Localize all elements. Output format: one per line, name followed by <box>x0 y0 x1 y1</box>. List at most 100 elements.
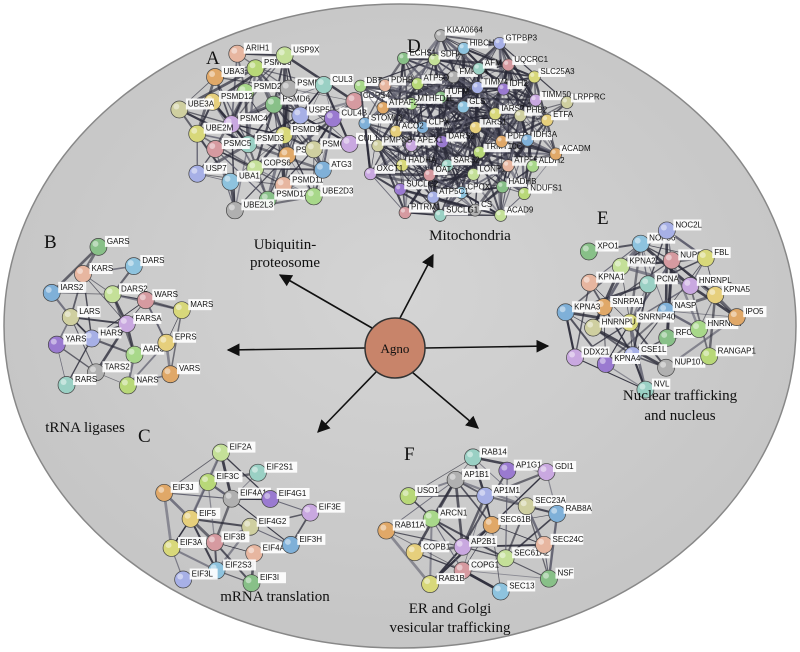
cluster-title-a: proteosome <box>250 255 320 271</box>
network-edge <box>522 100 538 194</box>
panel-letter-b: B <box>44 232 57 253</box>
node-label: PSMD6 <box>282 95 310 104</box>
node-rab14: RAB14 <box>464 446 508 467</box>
cluster-title-a: Ubiquitin- <box>254 237 317 253</box>
node-eif3b: EIF3B <box>206 531 250 552</box>
node-highlight <box>85 332 92 339</box>
node-clpx: CLPX <box>416 117 450 134</box>
node-label: AFM <box>485 59 502 68</box>
node-highlight <box>343 137 350 144</box>
node-ipo5: IPO5 <box>727 306 767 327</box>
node-highlight <box>402 490 409 497</box>
node-ball <box>345 92 364 110</box>
node-label: EIF3E <box>319 503 341 512</box>
node-highlight <box>378 103 383 108</box>
node-label: TIMM50 <box>542 90 572 99</box>
node-label: PSMD12 <box>221 92 254 101</box>
node-ball <box>261 490 280 508</box>
node-kpna3: KPNA3 <box>556 301 601 322</box>
node-label: COPB1 <box>423 542 451 551</box>
node-label-bg <box>329 158 353 170</box>
node-ball <box>89 238 108 256</box>
node-ball <box>74 265 92 283</box>
node-highlight <box>399 54 404 59</box>
network-edge <box>410 144 476 211</box>
node-label-bg <box>89 263 113 275</box>
node-ball <box>517 497 536 516</box>
node-label: AARS <box>143 345 165 354</box>
node-label: IARS2 <box>501 104 525 113</box>
node-highlight <box>485 518 492 525</box>
node-label: ETFA <box>553 110 574 119</box>
node-eif4g1: EIF4G1 <box>261 487 310 508</box>
node-ball <box>245 544 264 563</box>
node-highlight <box>424 578 431 585</box>
node-label-bg <box>189 568 218 580</box>
node-label-bg <box>133 312 162 324</box>
node-ball <box>422 509 441 528</box>
node-label-bg <box>481 78 506 88</box>
node-eif2a: EIF2A <box>212 441 256 462</box>
node-ap1m1: AP1M1 <box>476 484 521 505</box>
node-ap2b1: AP2B1 <box>453 535 498 556</box>
node-idh3a: IDH3A <box>521 130 558 147</box>
node-ball <box>696 249 715 267</box>
node-label: TARS1 <box>482 117 508 126</box>
node-label: UBA1 <box>239 172 260 181</box>
network-edge <box>500 141 503 216</box>
panel-letter-d: D <box>407 36 421 57</box>
node-label: USP7 <box>206 164 227 173</box>
node-nsf: NSF <box>540 567 574 588</box>
network-edge <box>503 89 509 166</box>
node-lonp1: LONP1 <box>467 164 506 181</box>
node-ball <box>304 187 323 206</box>
network-edge <box>463 47 535 78</box>
node-highlight <box>60 379 67 385</box>
node-label: IDH2 <box>509 79 528 88</box>
node-label-bg <box>444 206 468 216</box>
node-label-bg <box>696 274 730 286</box>
node-label: SDHA <box>441 50 464 59</box>
node-label-bg <box>469 559 498 571</box>
node-label: CUL3 <box>332 75 353 84</box>
node-yars: YARS <box>47 333 86 354</box>
node-label-bg <box>636 311 674 323</box>
network-edge <box>377 107 384 146</box>
network-edge <box>410 103 434 198</box>
node-highlight <box>501 464 508 471</box>
node-highlight <box>474 64 479 69</box>
node-highlight <box>208 536 215 543</box>
center-node: Agno <box>364 317 426 379</box>
node-highlight <box>498 182 503 187</box>
network-edge <box>664 230 669 311</box>
node-label-bg <box>368 114 393 124</box>
node-label: WARS <box>154 290 178 299</box>
node-label: PITRM1 <box>411 203 441 212</box>
cluster-d: TARS1DARS2GLSTRMT10CCLPXIARS2SARS2TUFMPD… <box>354 26 606 222</box>
node-eif3i: EIF3I <box>242 572 286 593</box>
node-hnrnpl: HNRNPL <box>681 274 732 295</box>
node-highlight <box>531 95 536 101</box>
node-ball <box>681 276 700 295</box>
node-label: DDX21 <box>583 348 609 357</box>
node-ball <box>170 100 189 119</box>
node-label-bg <box>654 273 678 285</box>
node-highlight <box>90 366 96 373</box>
node-label: UBE2L3 <box>243 200 273 209</box>
node-ball <box>221 172 240 191</box>
node-highlight <box>665 254 672 261</box>
cluster-title-b: tRNA ligases <box>45 420 125 436</box>
node-kpna4: KPNA4 <box>596 352 641 373</box>
node-label: ARCN1 <box>440 509 468 518</box>
node-xpo1: XPO1 <box>579 240 619 261</box>
node-label: RANGAP1 <box>718 346 757 355</box>
panel-letter-a: A <box>206 48 220 69</box>
node-highlight <box>175 304 182 311</box>
node-label-bg <box>528 185 553 194</box>
node-ball <box>535 535 553 554</box>
node-label-bg <box>238 487 271 499</box>
node-label-bg <box>715 345 754 357</box>
node-label-bg <box>421 75 443 84</box>
network-edge <box>463 48 478 88</box>
node-highlight <box>469 170 474 175</box>
